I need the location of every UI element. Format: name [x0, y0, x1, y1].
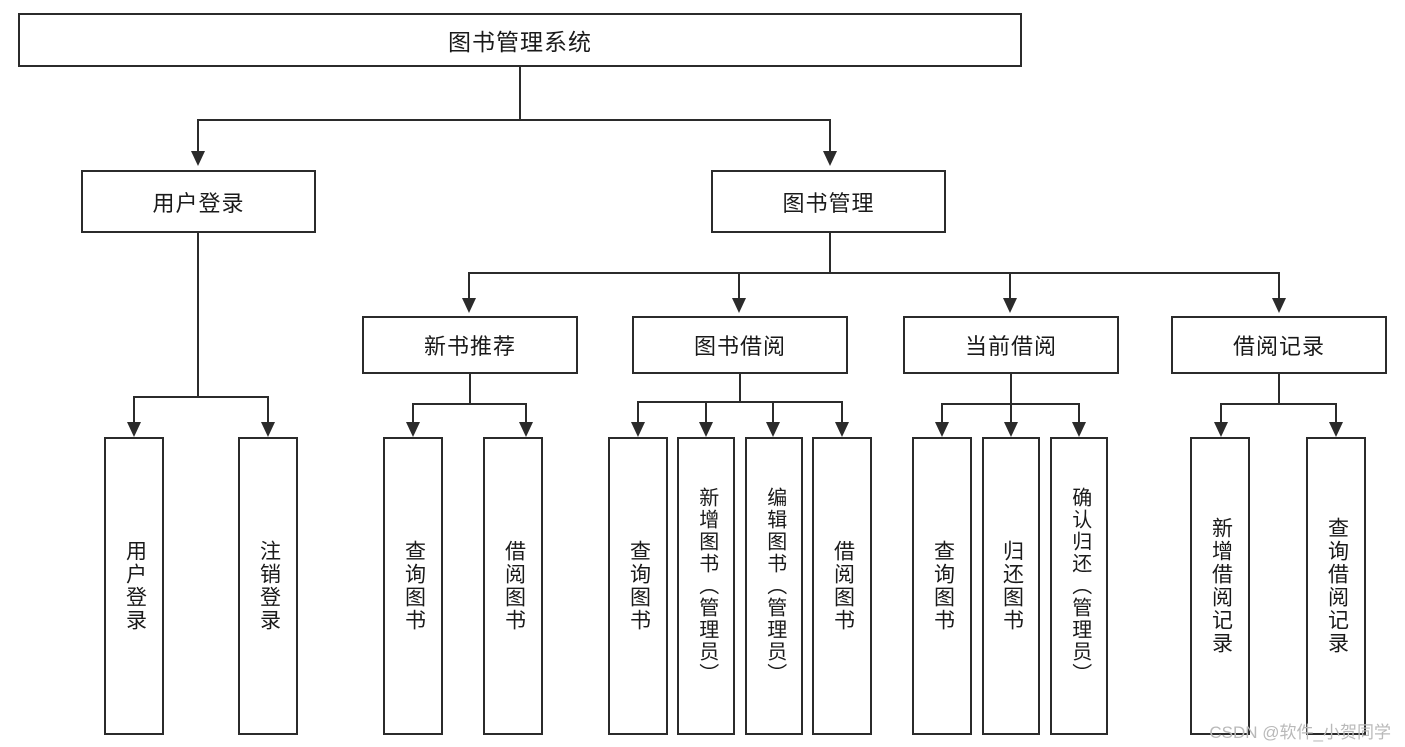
edge-book-manage-bus [468, 272, 1280, 274]
leaf-edit-book-admin[interactable]: 编辑图书（管理员） [745, 437, 803, 735]
edge-user-login-to-leaf-1 [133, 396, 135, 422]
leaf-query-book-current[interactable]: 查询图书 [912, 437, 972, 735]
node-label: 新书推荐 [423, 334, 516, 359]
arrowhead-icon [462, 298, 476, 313]
arrowhead-icon [631, 422, 645, 437]
arrowhead-icon [823, 151, 837, 166]
node-label: 用户登录 [152, 190, 245, 216]
node-label: 查询图书 [402, 540, 426, 632]
node-label: 查询图书 [627, 540, 651, 632]
node-user-login[interactable]: 用户登录 [81, 170, 316, 233]
arrowhead-icon [935, 422, 949, 437]
edge-book-borrow-to-leaf-3 [772, 401, 774, 422]
node-label: 图书管理系统 [448, 29, 592, 55]
node-label: 当前借阅 [964, 334, 1057, 359]
edge-current-borrow-to-leaf-2 [1010, 403, 1012, 422]
arrowhead-icon [1004, 422, 1018, 437]
node-borrow-record[interactable]: 借阅记录 [1171, 316, 1387, 374]
node-root-system[interactable]: 图书管理系统 [18, 13, 1022, 67]
arrowhead-icon [1214, 422, 1228, 437]
edge-new-book-bus [412, 403, 527, 405]
node-label: 注销登录 [257, 540, 281, 632]
arrowhead-icon [699, 422, 713, 437]
arrowhead-icon [1072, 422, 1086, 437]
arrowhead-icon [261, 422, 275, 437]
node-label: 借阅图书 [502, 540, 526, 632]
leaf-add-borrow-record[interactable]: 新增借阅记录 [1190, 437, 1250, 735]
edge-root-bus [197, 119, 831, 121]
node-label: 查询借阅记录 [1325, 517, 1349, 655]
leaf-borrow-book[interactable]: 借阅图书 [812, 437, 872, 735]
edge-new-book-to-leaf-1 [412, 403, 414, 422]
edge-new-book-stem [469, 374, 471, 403]
arrowhead-icon [191, 151, 205, 166]
edge-to-book-borrow [738, 272, 740, 298]
edge-borrow-record-stem [1278, 374, 1280, 403]
leaf-query-book-recommend[interactable]: 查询图书 [383, 437, 443, 735]
node-label: 新增图书（管理员） [695, 487, 718, 685]
edge-book-borrow-to-leaf-1 [637, 401, 639, 422]
edge-book-manage-stem [829, 233, 831, 272]
edge-user-login-to-leaf-2 [267, 396, 269, 422]
edge-borrow-record-to-leaf-2 [1335, 403, 1337, 422]
edge-new-book-to-leaf-2 [525, 403, 527, 422]
node-label: 借阅记录 [1232, 334, 1325, 359]
edge-book-borrow-stem [739, 374, 741, 401]
edge-to-new-book-recommend [468, 272, 470, 298]
edge-borrow-record-bus [1220, 403, 1337, 405]
edge-current-borrow-to-leaf-3 [1078, 403, 1080, 422]
node-label: 用户登录 [123, 540, 147, 632]
leaf-borrow-book-recommend[interactable]: 借阅图书 [483, 437, 543, 735]
edge-current-borrow-stem [1010, 374, 1012, 403]
node-label: 新增借阅记录 [1209, 517, 1233, 655]
node-label: 借阅图书 [831, 540, 855, 632]
leaf-query-book-borrow[interactable]: 查询图书 [608, 437, 668, 735]
edge-current-borrow-to-leaf-1 [941, 403, 943, 422]
edge-user-login-bus [133, 396, 269, 398]
edge-root-stem [519, 67, 521, 119]
leaf-add-book-admin[interactable]: 新增图书（管理员） [677, 437, 735, 735]
node-label: 编辑图书（管理员） [763, 487, 786, 685]
node-label: 图书借阅 [693, 334, 786, 359]
node-new-book-recommend[interactable]: 新书推荐 [362, 316, 578, 374]
node-label: 查询图书 [931, 540, 955, 632]
leaf-return-book[interactable]: 归还图书 [982, 437, 1040, 735]
node-label: 归还图书 [1000, 540, 1024, 632]
arrowhead-icon [732, 298, 746, 313]
leaf-logout[interactable]: 注销登录 [238, 437, 298, 735]
edge-book-borrow-to-leaf-4 [841, 401, 843, 422]
arrowhead-icon [835, 422, 849, 437]
edge-user-login-stem [197, 233, 199, 396]
arrowhead-icon [1329, 422, 1343, 437]
edge-book-borrow-to-leaf-2 [705, 401, 707, 422]
node-book-management[interactable]: 图书管理 [711, 170, 946, 233]
arrowhead-icon [766, 422, 780, 437]
edge-to-borrow-record [1278, 272, 1280, 298]
leaf-confirm-return-admin[interactable]: 确认归还（管理员） [1050, 437, 1108, 735]
arrowhead-icon [519, 422, 533, 437]
edge-root-to-user-login [197, 119, 199, 151]
edge-to-current-borrow [1009, 272, 1011, 298]
edge-borrow-record-to-leaf-1 [1220, 403, 1222, 422]
node-book-borrow[interactable]: 图书借阅 [632, 316, 848, 374]
edge-book-borrow-bus [637, 401, 843, 403]
arrowhead-icon [1003, 298, 1017, 313]
node-current-borrow[interactable]: 当前借阅 [903, 316, 1119, 374]
arrowhead-icon [127, 422, 141, 437]
node-label: 确认归还（管理员） [1068, 487, 1091, 685]
leaf-user-login[interactable]: 用户登录 [104, 437, 164, 735]
leaf-query-borrow-record[interactable]: 查询借阅记录 [1306, 437, 1366, 735]
arrowhead-icon [406, 422, 420, 437]
arrowhead-icon [1272, 298, 1286, 313]
edge-root-to-book-manage [829, 119, 831, 151]
node-label: 图书管理 [782, 190, 875, 216]
